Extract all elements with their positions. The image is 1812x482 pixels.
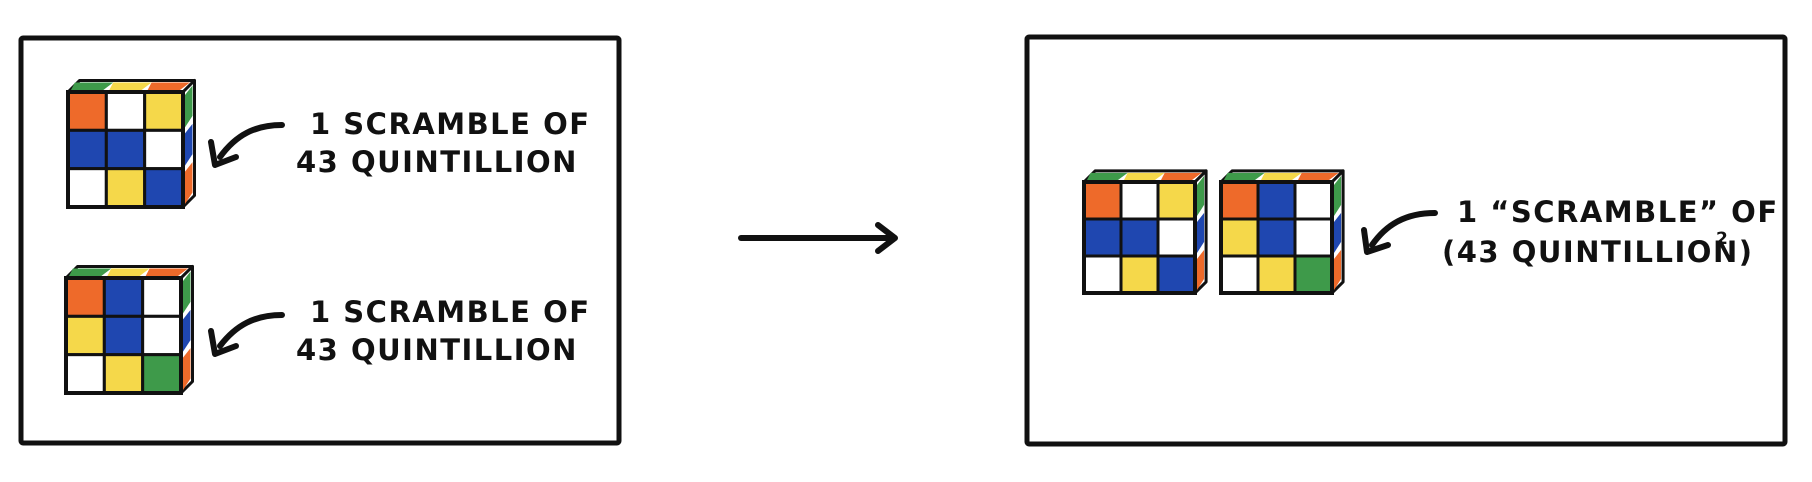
cube-front-sticker: [141, 353, 183, 395]
cube-front-sticker: [1293, 217, 1334, 258]
cube-front-sticker: [1082, 217, 1123, 258]
cube-side-sticker: [1334, 175, 1342, 216]
cube-front-sticker: [1119, 254, 1160, 295]
cube-side-sticker: [183, 348, 191, 390]
right-arrow-icon: [738, 222, 898, 254]
cube-front-sticker: [102, 276, 145, 318]
cube-top-sticker: [147, 82, 190, 90]
left-panel-frame: [18, 35, 622, 446]
cube-front-sticker: [1119, 180, 1160, 221]
cube-front-sticker: [143, 167, 185, 209]
cube-front-sticker: [102, 314, 145, 357]
cube-top-sticker: [1261, 172, 1302, 180]
cube-front-outline: [1219, 180, 1334, 295]
cube-front-sticker: [66, 90, 108, 132]
left-caption-2-line2: 43 QUINTILLION: [296, 333, 578, 367]
cube-front-outline: [1082, 180, 1197, 295]
right-caption-exponent: 2: [1716, 229, 1729, 249]
cube-side-sticker: [1334, 212, 1342, 253]
cube-top-sticker: [145, 268, 188, 276]
right-panel-frame: [1024, 34, 1788, 447]
cube-front-outline: [66, 90, 185, 209]
curved-arrow-icon: [217, 122, 285, 160]
cube-front-sticker: [1156, 254, 1197, 295]
left-cube-2: [64, 265, 194, 395]
arrowhead-icon: [208, 139, 239, 168]
cube-front-sticker: [1156, 180, 1197, 221]
cube-front-sticker: [1256, 180, 1297, 221]
cube-front-sticker: [102, 353, 145, 395]
cube-top-sticker: [1298, 172, 1339, 180]
right-caption-line2: (43 QUINTILLION): [1442, 235, 1753, 269]
cube-front-sticker: [1256, 254, 1297, 295]
cube-front-sticker: [66, 128, 108, 171]
cube-top-sticker: [1087, 172, 1128, 180]
left-cube-1: [66, 79, 196, 209]
cube-side-sticker: [183, 309, 191, 352]
cube-side-sticker: [1197, 175, 1205, 216]
cube-front-sticker: [1219, 217, 1260, 258]
cube-front-sticker: [1293, 254, 1334, 295]
cube-front-sticker: [66, 167, 108, 209]
cube-front-sticker: [104, 90, 147, 132]
cube-side-sticker: [183, 271, 191, 314]
cube-top-sticker: [1224, 172, 1265, 180]
cube-front-outline: [64, 276, 183, 395]
curved-arrow-icon: [1369, 210, 1438, 248]
cube-front-sticker: [1256, 217, 1297, 258]
left-caption-1-line2: 43 QUINTILLION: [296, 145, 578, 179]
cube-front-sticker: [64, 276, 106, 318]
cube-top-sticker: [69, 268, 112, 276]
curved-arrow-icon: [217, 312, 285, 349]
cube-front-sticker: [1156, 217, 1197, 258]
cube-front-sticker: [1219, 180, 1260, 221]
cube-side-sticker: [1197, 249, 1205, 290]
cube-front-sticker: [1119, 217, 1160, 258]
cube-top-sticker: [1161, 172, 1202, 180]
cube-side-sticker: [185, 162, 193, 204]
cube-front-sticker: [1082, 254, 1123, 295]
arrowhead-icon: [1361, 227, 1391, 255]
cube-top-sticker: [109, 82, 152, 90]
cube-front-sticker: [141, 276, 183, 318]
cube-front-sticker: [143, 90, 185, 132]
right-cube-1: [1082, 169, 1208, 295]
left-caption-2-line1: 1 SCRAMBLE OF: [310, 295, 591, 329]
arrowhead-icon: [208, 328, 239, 357]
cube-side-sticker: [1197, 212, 1205, 253]
cube-side-sticker: [185, 85, 193, 128]
cube-front-sticker: [1082, 180, 1123, 221]
cube-side-sticker: [185, 123, 193, 166]
cube-front-sticker: [1293, 180, 1334, 221]
cube-front-sticker: [104, 167, 147, 209]
cube-side-sticker: [1334, 249, 1342, 290]
cube-top-sticker: [71, 82, 114, 90]
cube-front-sticker: [64, 314, 106, 357]
cube-front-sticker: [143, 128, 185, 171]
cube-front-sticker: [104, 128, 147, 171]
right-cube-2: [1219, 169, 1345, 295]
cube-front-sticker: [141, 314, 183, 357]
cube-front-sticker: [1219, 254, 1260, 295]
left-caption-1-line1: 1 SCRAMBLE OF: [310, 107, 591, 141]
cube-front-sticker: [64, 353, 106, 395]
cube-top-sticker: [107, 268, 150, 276]
cube-top-sticker: [1124, 172, 1165, 180]
right-caption-line1: 1 “SCRAMBLE” OF: [1457, 195, 1779, 229]
